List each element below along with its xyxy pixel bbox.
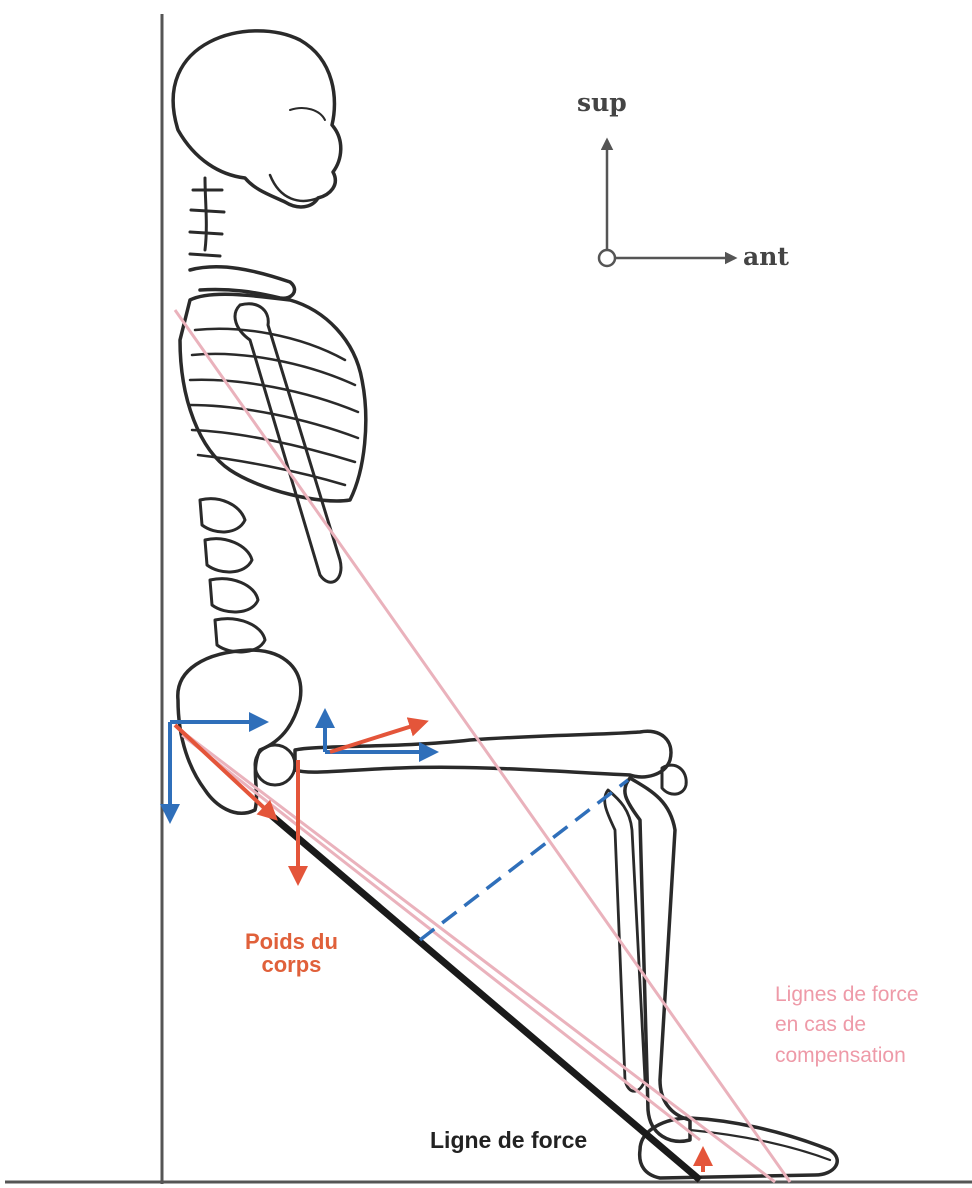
axis-label-sup: sup [577,90,627,116]
force-line-label: Ligne de force [430,1128,587,1152]
skull [173,31,341,207]
blue-force-vectors [170,712,435,820]
compensation-lines-label: Lignes de force en cas de compensation [775,980,919,1071]
compensation-label-line1: Lignes de force [775,980,919,1010]
rib-cage [180,294,366,501]
pelvis [178,650,301,813]
body-weight-label: Poids du corps [245,930,338,976]
axis-label-ant: ant [743,244,789,270]
body-weight-label-line2: corps [245,953,338,976]
femur [295,731,671,777]
foot [640,1118,838,1178]
ribs [190,329,358,485]
compensation-label-line3: compensation [775,1041,919,1071]
lumbar-spine [200,499,265,652]
compensation-label-line2: en cas de [775,1010,919,1040]
orientation-axes [599,140,735,266]
body-weight-label-line1: Poids du [245,930,338,953]
skeleton-figure [173,31,837,1178]
cervical-spine [190,178,224,256]
